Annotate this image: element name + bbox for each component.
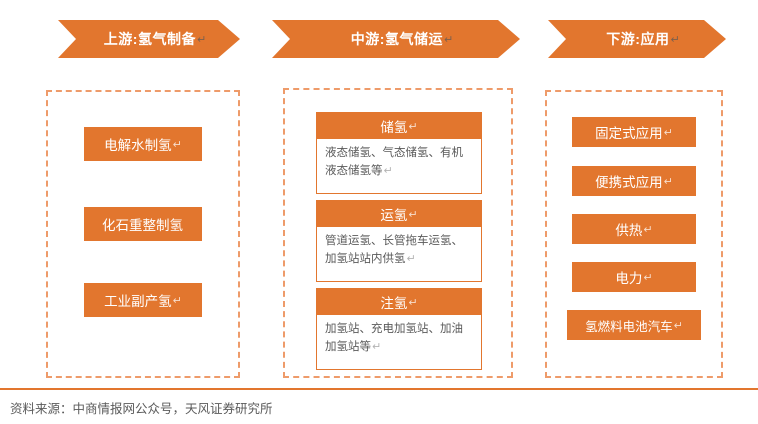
downstream-item-heating: 供热↵ — [572, 214, 696, 244]
return-mark-icon: ↵ — [408, 208, 418, 221]
downstream-item-label: 便携式应用 — [595, 175, 663, 190]
return-mark-icon: ↵ — [406, 252, 416, 265]
return-mark-icon: ↵ — [172, 138, 182, 151]
downstream-item-label: 固定式应用 — [595, 126, 663, 141]
midstream-card-storage-header: 储氢↵ — [317, 113, 481, 139]
stage-header-row: 上游:氢气制备 ↵ 中游:氢气储运 ↵ 下游:应用 ↵ — [0, 0, 758, 78]
upstream-item-label: 工业副产氢 — [104, 294, 172, 309]
stage-header-downstream: 下游:应用 ↵ — [548, 20, 726, 58]
return-mark-icon: ↵ — [196, 33, 207, 46]
footer-divider — [0, 388, 758, 390]
midstream-card-body-text: 液态储氢、气态储氢、有机液态储氢等 — [325, 147, 463, 177]
stage-header-upstream: 上游:氢气制备 ↵ — [58, 20, 240, 58]
return-mark-icon: ↵ — [443, 33, 454, 46]
midstream-card-storage-body: 液态储氢、气态储氢、有机液态储氢等↵ — [317, 139, 481, 193]
return-mark-icon: ↵ — [172, 294, 182, 307]
return-mark-icon: ↵ — [383, 164, 393, 177]
upstream-column — [46, 90, 240, 378]
midstream-card-title: 储氢 — [380, 120, 408, 135]
downstream-item-portable: 便携式应用↵ — [572, 166, 696, 196]
midstream-card-transport: 运氢↵ 管道运氢、长管拖车运氢、加氢站站内供氢↵ — [316, 200, 482, 282]
midstream-card-body-text: 加氢站、充电加氢站、加油加氢站等 — [325, 323, 463, 353]
upstream-item-electrolysis: 电解水制氢↵ — [84, 127, 202, 161]
midstream-card-title: 注氢 — [380, 296, 408, 311]
return-mark-icon: ↵ — [372, 340, 382, 353]
return-mark-icon: ↵ — [408, 296, 418, 309]
downstream-item-label: 氢燃料电池汽车 — [585, 319, 673, 334]
downstream-item-label: 供热 — [615, 223, 643, 238]
upstream-item-fossil-reforming: 化石重整制氢 — [84, 207, 202, 241]
midstream-card-storage: 储氢↵ 液态储氢、气态储氢、有机液态储氢等↵ — [316, 112, 482, 194]
return-mark-icon: ↵ — [643, 223, 653, 236]
return-mark-icon: ↵ — [663, 175, 673, 188]
midstream-card-body-text: 管道运氢、长管拖车运氢、加氢站站内供氢 — [325, 235, 463, 265]
upstream-item-label: 电解水制氢 — [104, 138, 172, 153]
return-mark-icon: ↵ — [643, 271, 653, 284]
midstream-card-refueling-body: 加氢站、充电加氢站、加油加氢站等↵ — [317, 315, 481, 369]
upstream-item-label: 化石重整制氢 — [102, 218, 183, 233]
return-mark-icon: ↵ — [408, 120, 418, 133]
return-mark-icon: ↵ — [673, 319, 683, 332]
midstream-card-refueling-header: 注氢↵ — [317, 289, 481, 315]
midstream-card-transport-body: 管道运氢、长管拖车运氢、加氢站站内供氢↵ — [317, 227, 481, 281]
downstream-item-fuel-cell-vehicle: 氢燃料电池汽车↵ — [567, 310, 701, 340]
midstream-column — [283, 88, 513, 378]
midstream-card-refueling: 注氢↵ 加氢站、充电加氢站、加油加氢站等↵ — [316, 288, 482, 370]
midstream-card-title: 运氢 — [380, 208, 408, 223]
upstream-item-industrial-byproduct: 工业副产氢↵ — [84, 283, 202, 317]
downstream-column — [545, 90, 723, 378]
stage-header-downstream-label: 下游:应用 — [606, 31, 670, 47]
midstream-card-transport-header: 运氢↵ — [317, 201, 481, 227]
stage-header-midstream-label: 中游:氢气储运 — [350, 31, 443, 47]
downstream-item-label: 电力 — [615, 271, 643, 286]
downstream-item-stationary: 固定式应用↵ — [572, 117, 696, 147]
return-mark-icon: ↵ — [670, 33, 680, 46]
return-mark-icon: ↵ — [663, 126, 673, 139]
stage-header-midstream: 中游:氢气储运 ↵ — [272, 20, 520, 58]
stage-header-upstream-label: 上游:氢气制备 — [103, 31, 196, 47]
source-note: 资料来源：中商情报网公众号，天风证券研究所 — [10, 402, 273, 416]
downstream-item-power: 电力↵ — [572, 262, 696, 292]
